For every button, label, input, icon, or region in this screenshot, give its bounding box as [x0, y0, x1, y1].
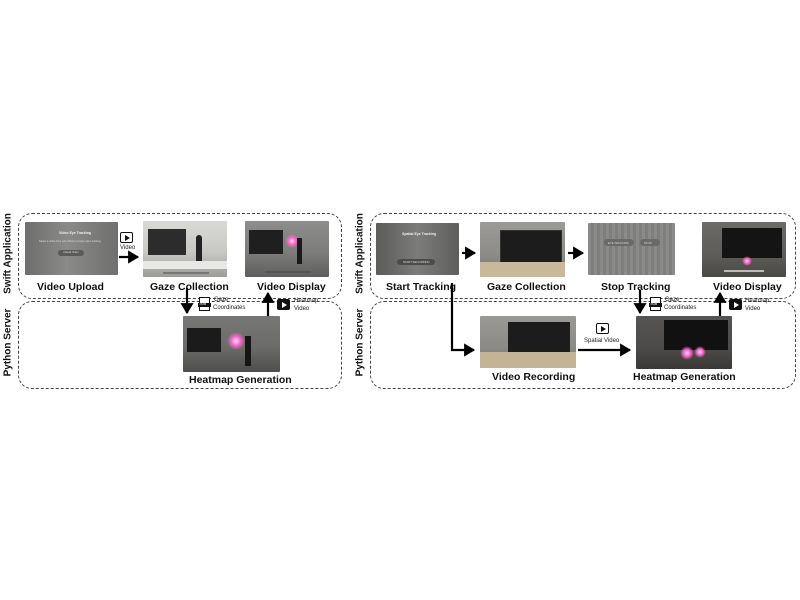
heatmap-video-label-1: Heatmap: [294, 298, 319, 304]
step-start-tracking: Start Tracking: [386, 281, 457, 293]
right-heatmap-generation-thumbnail: [636, 316, 732, 369]
right-swift-region: [370, 213, 796, 299]
person-figure: [245, 336, 251, 366]
heatmap-spot: [680, 346, 694, 360]
step-left-gaze-collection: Gaze Collection: [150, 281, 229, 293]
right-heatmap-video-play-icon: [729, 299, 742, 310]
heatmap-spot: [227, 332, 245, 350]
tv-screen: [508, 322, 570, 352]
gaze-coordinates-label-2: Coordinates: [213, 305, 246, 311]
upload-ui-title: Video Eye Tracking: [59, 231, 92, 235]
blackboard: [249, 230, 283, 254]
person-figure: [196, 235, 202, 265]
video-recording-thumbnail: [480, 316, 576, 368]
person-figure: [297, 238, 302, 264]
step-right-gaze-collection: Gaze Collection: [487, 281, 566, 293]
arrow-start-to-recording: [450, 283, 476, 357]
video-progress-bar: [163, 272, 209, 274]
blackboard: [187, 328, 221, 352]
gaze-coordinates-label-1: Gaze: [214, 297, 229, 303]
video-upload-thumbnail: Video Eye Tracking Select a video from y…: [25, 222, 118, 275]
step-stop-tracking: Stop Tracking: [601, 281, 671, 293]
left-video-display-thumbnail: [245, 221, 329, 277]
tv-screen: [722, 228, 782, 258]
right-python-region: [370, 301, 796, 389]
tv-screen: [664, 320, 728, 350]
left-gaze-collection-thumbnail: [143, 221, 227, 277]
video-edge-label: Video: [120, 245, 136, 251]
right-video-display-thumbnail: [702, 222, 786, 277]
table-surface: [480, 352, 576, 368]
eye-tracking-button[interactable]: EYE TRACKING: [604, 239, 634, 246]
spatial-video-label: Spatial Video: [584, 338, 620, 344]
video-progress-bar: [724, 270, 764, 272]
eye-tracking-button-label: EYE TRACKING: [608, 241, 629, 245]
stop-button-label: STOP: [644, 241, 652, 245]
step-right-heatmap-generation: Heatmap Generation: [633, 371, 736, 383]
heatmap-spot: [285, 234, 299, 248]
right-heatmap-video-label-2: Video: [745, 306, 761, 312]
step-video-upload: Video Upload: [37, 281, 104, 293]
start-tracking-thumbnail: Spatial Eye Tracking START RECORDING: [376, 223, 459, 275]
heatmap-video-label-2: Video: [294, 306, 310, 312]
start-ui-title: Spatial Eye Tracking: [402, 232, 437, 236]
blackboard: [148, 229, 186, 255]
upload-ui-button-label: Upload Video: [63, 251, 79, 254]
right-heatmap-video-label-1: Heatmap: [745, 298, 770, 304]
step-video-recording: Video Recording: [492, 371, 576, 383]
step-left-heatmap-generation: Heatmap Generation: [189, 374, 292, 386]
desk-row: [143, 261, 227, 269]
heatmap-spot: [742, 256, 752, 266]
left-python-region: [18, 301, 342, 389]
spatial-video-play-icon: [596, 323, 609, 334]
left-swift-region: [18, 213, 342, 299]
step-right-video-display: Video Display: [713, 281, 782, 293]
table-surface: [480, 262, 565, 277]
heatmap-spot: [694, 346, 706, 358]
heatmap-video-play-icon: [277, 299, 290, 310]
upload-ui-subtitle: Select a video from your library to begi…: [39, 240, 101, 243]
start-recording-button[interactable]: START RECORDING: [397, 259, 435, 265]
upload-ui-button[interactable]: Upload Video: [58, 250, 84, 256]
right-gaze-coordinates-label-2: Coordinates: [664, 305, 697, 311]
video-progress-bar: [265, 271, 311, 273]
right-gaze-coordinates-file-icon: JSON: [649, 297, 662, 311]
start-recording-label: START RECORDING: [403, 260, 430, 264]
video-play-icon: [120, 232, 133, 243]
gaze-coordinates-file-icon: JSON: [198, 297, 211, 311]
left-heatmap-generation-thumbnail: [183, 316, 280, 372]
right-gaze-coordinates-label-1: Gaze: [665, 297, 680, 303]
stop-tracking-thumbnail: EYE TRACKING STOP: [588, 223, 675, 275]
step-left-video-display: Video Display: [257, 281, 326, 293]
stop-button[interactable]: STOP: [640, 239, 660, 246]
right-gaze-collection-thumbnail: [480, 222, 565, 277]
